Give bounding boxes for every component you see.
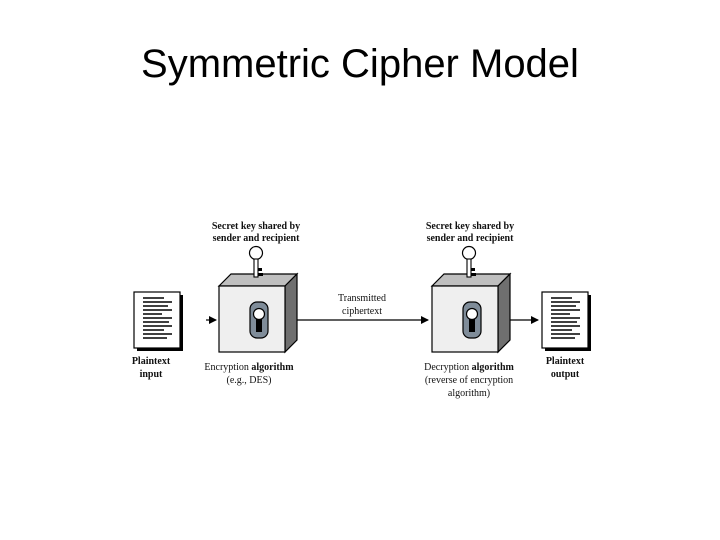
plaintext-input-label-line2: input	[140, 369, 163, 380]
key-left-label-line2: sender and recipient	[213, 233, 301, 244]
plaintext-output-label-line2: output	[551, 369, 580, 380]
key-icon-right	[461, 245, 477, 278]
keyhole-icon-decryption	[462, 301, 482, 339]
key-left-label-line2-part2: recipient	[262, 233, 300, 244]
decryption-label-line3: algorithm)	[448, 388, 490, 399]
transmitted-label-line2: ciphertext	[342, 306, 382, 317]
transmitted-label-line1: Transmitted	[338, 293, 386, 304]
plaintext-output-label-line1: Plaintext	[546, 356, 585, 367]
decryption-label-part2: algorithm	[472, 362, 515, 373]
slide-title: Symmetric Cipher Model	[141, 42, 579, 86]
encryption-label-line2: (e.g., DES)	[227, 375, 272, 386]
plaintext-input-document-icon	[133, 291, 183, 351]
key-right-label-line2: sender and recipient	[427, 233, 515, 244]
key-left-label-line2-part1: sender and	[213, 233, 262, 244]
encryption-label-part1: Encryption	[204, 362, 251, 373]
key-left-label-line1: Secret key shared by	[212, 221, 300, 232]
encryption-label-line1: Encryption algorithm	[204, 362, 294, 373]
decryption-label-line2: (reverse of encryption	[425, 375, 513, 386]
plaintext-output-document-icon	[541, 291, 591, 351]
decryption-label-line1: Decryption algorithm	[424, 362, 514, 373]
key-right-label-line2-part2: recipient	[476, 233, 514, 244]
encryption-label-part2: algorithm	[251, 362, 294, 373]
plaintext-input-label-line1: Plaintext	[132, 356, 171, 367]
key-icon-left	[248, 245, 264, 278]
keyhole-icon-encryption	[249, 301, 269, 339]
key-right-label-line2-part1: sender and	[427, 233, 476, 244]
decryption-label-part1: Decryption	[424, 362, 472, 373]
key-right-label-line1: Secret key shared by	[426, 221, 514, 232]
